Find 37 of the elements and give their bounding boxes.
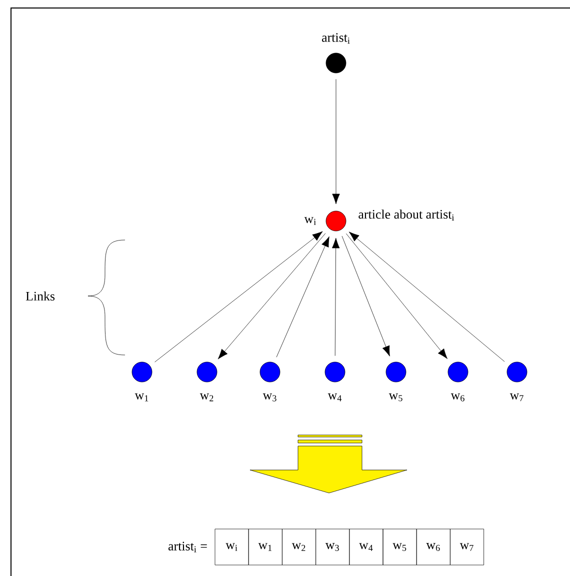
node-label: artist$_{i}$ xyxy=(322,33,350,44)
circle-node: w$_{2}$ xyxy=(196,362,218,402)
circle-node: w$_{7}$ xyxy=(506,362,528,402)
circle-node: w$_{5}$ xyxy=(386,362,406,402)
table-cell: w$_{1}$ xyxy=(248,528,282,566)
arrow xyxy=(346,233,448,359)
arrow xyxy=(154,231,323,362)
arrow xyxy=(276,236,330,358)
node-label: w$_{6}$ xyxy=(450,393,464,402)
node-label: w$_{7}$ xyxy=(510,393,524,402)
arrow xyxy=(332,238,340,356)
circle-node: w$_{6}$ xyxy=(448,362,468,402)
table-cell: w$_{7}$ xyxy=(450,528,484,566)
label: artist$_{i}$ = xyxy=(168,542,207,552)
node-label: w$_{2}$ xyxy=(200,393,214,402)
table-cell: w$_{6}$ xyxy=(416,528,450,566)
node-label: w$_{3}$ xyxy=(262,393,276,402)
table-cell: w$_{5}$ xyxy=(382,528,417,566)
arrow xyxy=(332,79,340,204)
table-cell: w$_{2}$ xyxy=(282,528,316,566)
annotation: article about artist$_{i}$ xyxy=(358,210,454,220)
circle-node: w$_{3}$ xyxy=(260,362,280,402)
circle-node: w$_{i}$ xyxy=(304,210,346,232)
table-cell: w$_{3}$ xyxy=(316,528,350,566)
table-cell: w$_{i}$ xyxy=(214,528,249,566)
circle-node: w$_{4}$ xyxy=(324,362,346,402)
node-label: w$_{1}$ xyxy=(134,393,148,402)
label: Links xyxy=(26,291,55,301)
node-label: w$_{4}$ xyxy=(328,393,342,402)
node-label: w$_{5}$ xyxy=(388,393,402,402)
arrow xyxy=(342,236,390,356)
arrow xyxy=(348,232,505,362)
circle-node: w$_{1}$ xyxy=(132,362,152,402)
table-cell: w$_{4}$ xyxy=(349,528,384,566)
circle-node: artist$_{i}$ xyxy=(322,33,350,74)
arrow xyxy=(218,233,326,360)
node-label: w$_{i}$ xyxy=(304,217,316,225)
